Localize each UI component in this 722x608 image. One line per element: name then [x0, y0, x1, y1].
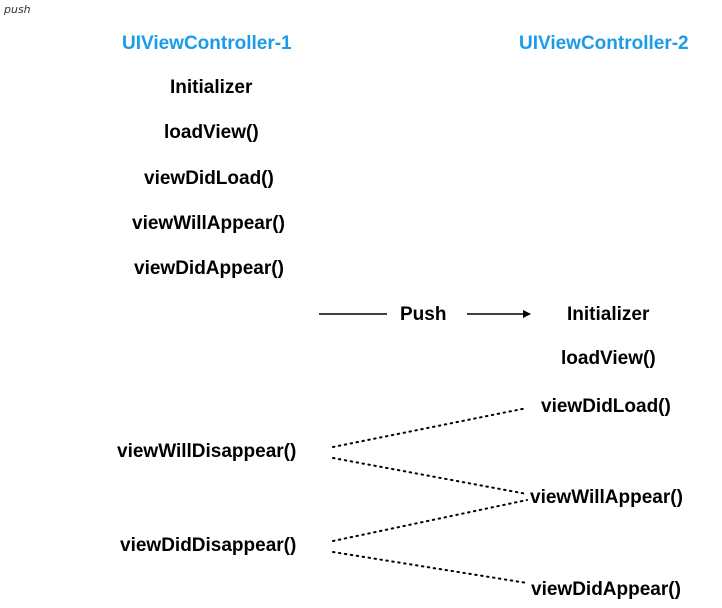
vc1-view-will-disappear: viewWillDisappear(): [117, 441, 297, 462]
vc2-view-did-load: viewDidLoad(): [541, 396, 671, 417]
dotted-link-diddisappear-to-didappear: [332, 551, 528, 584]
vc1-view-did-load: viewDidLoad(): [144, 168, 274, 189]
vc2-view-will-appear: viewWillAppear(): [530, 487, 683, 508]
vc1-load-view: loadView(): [164, 122, 259, 143]
dotted-link-willdisappear-to-willappear: [332, 457, 528, 495]
vc1-title: UIViewController-1: [122, 33, 292, 54]
vc1-initializer: Initializer: [170, 77, 253, 98]
dotted-link-diddisappear-to-willappear: [332, 499, 528, 542]
vc2-view-did-appear: viewDidAppear(): [531, 579, 681, 600]
dotted-link-willdisappear-to-didload: [332, 407, 528, 448]
caption: push: [4, 3, 31, 16]
vc1-view-did-disappear: viewDidDisappear(): [120, 535, 297, 556]
vc2-initializer: Initializer: [567, 304, 650, 325]
push-label: Push: [400, 304, 447, 325]
vc2-load-view: loadView(): [561, 348, 656, 369]
vc1-view-will-appear: viewWillAppear(): [132, 213, 285, 234]
vc1-view-did-appear: viewDidAppear(): [134, 258, 284, 279]
vc2-title: UIViewController-2: [519, 33, 689, 54]
